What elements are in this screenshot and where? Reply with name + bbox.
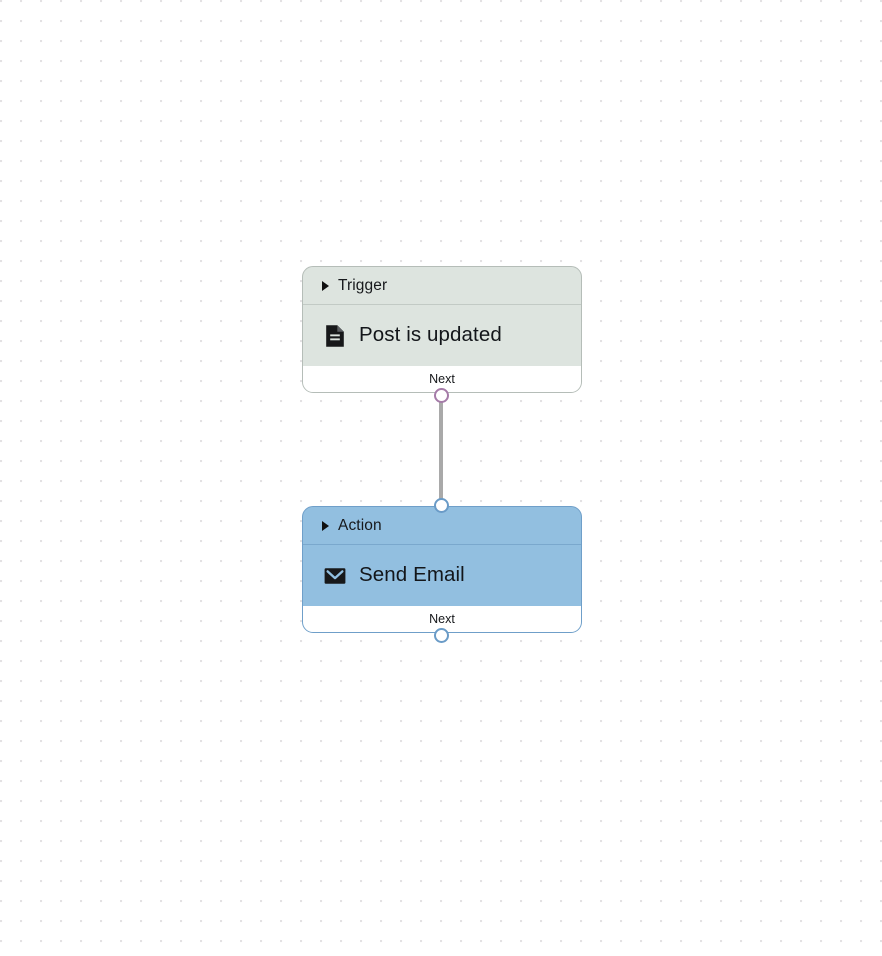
trigger-header[interactable]: Trigger: [303, 267, 581, 305]
action-header-label: Action: [338, 516, 382, 534]
document-icon: [322, 323, 348, 349]
action-footer[interactable]: Next: [303, 606, 581, 632]
node-action[interactable]: Action Send Email Next: [302, 506, 582, 633]
trigger-footer[interactable]: Next: [303, 366, 581, 392]
action-body[interactable]: Send Email: [303, 545, 581, 606]
trigger-title: Post is updated: [359, 323, 502, 347]
trigger-next-label: Next: [429, 372, 455, 387]
action-output-port[interactable]: [434, 628, 449, 643]
trigger-body[interactable]: Post is updated: [303, 305, 581, 366]
chevron-right-icon[interactable]: [322, 280, 329, 291]
action-input-port[interactable]: [434, 498, 449, 513]
trigger-header-label: Trigger: [338, 276, 388, 294]
trigger-output-port[interactable]: [434, 388, 449, 403]
node-trigger[interactable]: Trigger Post is updated Next: [302, 266, 582, 393]
action-header[interactable]: Action: [303, 507, 581, 545]
envelope-icon: [322, 563, 348, 589]
action-next-label: Next: [429, 612, 455, 627]
action-title: Send Email: [359, 563, 465, 587]
chevron-right-icon[interactable]: [322, 520, 329, 531]
edge-trigger-to-action[interactable]: [439, 396, 443, 508]
